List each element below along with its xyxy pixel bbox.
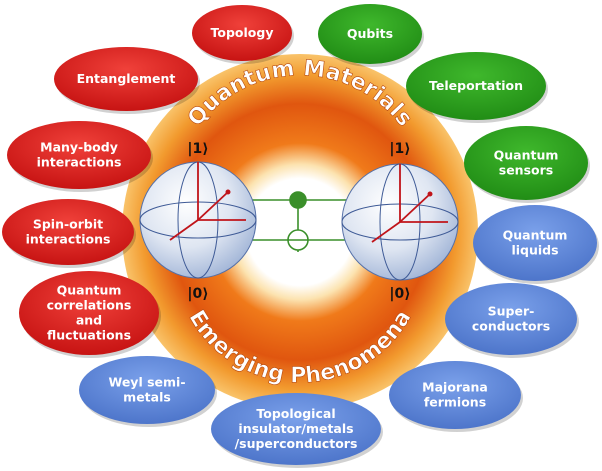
bubble-label: liquids <box>511 243 558 258</box>
bubble-label: Spin-orbit <box>33 217 103 232</box>
cnot-gate <box>240 191 360 252</box>
bubble-label: Topology <box>211 25 274 40</box>
bubble-label: Many-body <box>40 140 118 155</box>
bubble-label: /superconductors <box>235 436 358 451</box>
bubble-label: insulator/metals <box>238 421 353 436</box>
bloch-sphere-right <box>341 163 459 281</box>
bubble-label: correlations <box>47 298 132 313</box>
bubble-shape <box>54 47 198 111</box>
bubble-entanglement: Entanglement <box>54 47 200 114</box>
bubble-shape <box>211 393 381 465</box>
bubble-label: Super- <box>488 304 535 319</box>
bubble-label: Quantum <box>57 283 122 298</box>
bubble-label: interactions <box>37 155 122 170</box>
bubble-label: metals <box>123 390 171 405</box>
bubble-shape <box>79 356 215 424</box>
bubble-shape <box>406 52 546 120</box>
bubble-label: Entanglement <box>77 71 176 86</box>
bubble-label: fluctuations <box>47 328 131 343</box>
bubble-label: interactions <box>26 232 111 247</box>
bubble-label: Majorana <box>422 380 488 395</box>
bubble-label: sensors <box>499 163 553 178</box>
bubble-shape <box>2 199 134 265</box>
topic-bubbles: TopologyEntanglementMany-bodyinteraction… <box>2 4 599 468</box>
bubble-label: Topological <box>256 406 335 421</box>
bubble-label: Quantum <box>494 148 559 163</box>
bubble-label: Weyl semi- <box>108 375 185 390</box>
bubble-label: and <box>76 313 102 328</box>
bubble-shape <box>192 5 292 61</box>
bubble-label: conductors <box>472 319 550 334</box>
bubble-shape <box>445 283 577 355</box>
bubble-shape <box>19 271 159 355</box>
bubble-shape <box>389 361 521 429</box>
bubble-label: fermions <box>424 395 486 410</box>
bubble-qubits: Qubits <box>318 4 424 67</box>
left-state-zero: |0⟩ <box>187 286 208 302</box>
bubble-shape <box>464 126 588 200</box>
right-state-one: |1⟩ <box>389 141 410 157</box>
bubble-label: Quantum <box>503 228 568 243</box>
bubble-superconductors: Super-conductors <box>445 283 579 358</box>
left-state-one: |1⟩ <box>187 141 208 157</box>
bubble-topological-insulator: Topologicalinsulator/metals/superconduct… <box>211 393 383 468</box>
bubble-topology: Topology <box>192 5 294 64</box>
bubble-shape <box>318 4 422 64</box>
bubble-label: Teleportation <box>429 78 523 93</box>
control-dot <box>289 191 307 209</box>
right-state-zero: |0⟩ <box>389 286 410 302</box>
bubble-shape <box>473 205 597 281</box>
bubble-weyl: Weyl semi-metals <box>79 356 217 427</box>
bubble-label: Qubits <box>347 26 393 41</box>
bubble-teleportation: Teleportation <box>406 52 548 123</box>
bubble-shape <box>7 121 151 189</box>
bloch-sphere-left <box>139 161 257 279</box>
